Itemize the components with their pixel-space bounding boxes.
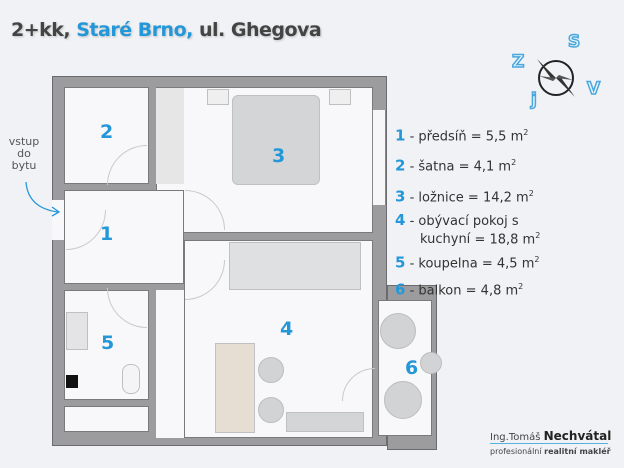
kitchen-counter [215, 343, 255, 433]
agent-surname: Nechvátal [543, 429, 612, 443]
legend-name: šatna [418, 159, 455, 175]
legend-row-4: 4 - obývací pokoj s kuchyní = 18,8 m2 [395, 210, 541, 248]
agent-role-text: realitní makléř [544, 447, 611, 456]
entry-label: vstup do bytu [4, 136, 44, 172]
legend-name: balkon [418, 282, 462, 298]
compass-south: J [530, 89, 537, 111]
legend-area: 4,8 m [480, 282, 519, 298]
agent-title: Ing.Tomáš [490, 432, 544, 443]
legend-sep: - [405, 159, 419, 175]
entry-label-line: vstup [8, 135, 40, 148]
room-number-1: 1 [100, 223, 114, 245]
legend-sup: 2 [534, 255, 540, 265]
balcony-table [420, 352, 442, 374]
legend-row-2: 2 - šatna = 4,1 m2 [395, 152, 540, 178]
legend-row-3: 3 - ložnice = 14,2 m2 [395, 183, 540, 209]
legend-row-1: 1 - předsíň = 5,5 m2 [395, 122, 540, 148]
compass-rose-icon [537, 59, 575, 97]
nightstand-right [329, 89, 351, 105]
legend-area: 4,1 m [473, 159, 512, 175]
entry-label-line: do [17, 147, 31, 160]
legend-row-6: 6 - balkon = 4,8 m2 [395, 276, 540, 302]
legend-num: 2 [395, 156, 406, 175]
compass-north: S [567, 31, 581, 53]
wardrobe [156, 88, 184, 184]
title-street: ul. Ghegova [192, 19, 322, 41]
legend-name: koupelna [418, 256, 478, 272]
faucet-icon [66, 375, 78, 388]
room-number-2: 2 [100, 121, 114, 143]
balcony-chair [384, 381, 422, 419]
compass-west: Z [511, 51, 525, 73]
legend-num: 6 [395, 279, 406, 298]
agent-role-prefix: profesionální [490, 447, 545, 456]
window [372, 110, 386, 205]
page-title: 2+kk, Staré Brno, ul. Ghegova [11, 19, 322, 41]
entry-arrow-icon [25, 181, 61, 217]
legend-area: 4,5 m [496, 256, 535, 272]
chair [258, 357, 284, 383]
legend-sep: - [405, 282, 419, 298]
title-location: Staré Brno, [76, 19, 193, 41]
legend-name: ložnice [418, 189, 464, 205]
legend-num: 1 [395, 126, 406, 145]
legend-eq: = [463, 189, 483, 205]
legend-area: 18,8 m [489, 232, 536, 248]
legend-eq: = [466, 129, 486, 145]
legend-num: 5 [395, 253, 406, 272]
chair [258, 397, 284, 423]
agent-name: Ing.Tomáš Nechvátal [490, 429, 611, 443]
room-number-3: 3 [272, 145, 286, 167]
legend-sep: - [405, 256, 419, 272]
toilet [122, 364, 140, 394]
nightstand-left [207, 89, 229, 105]
bathroom-storage [64, 406, 149, 432]
legend-sep: - [405, 129, 419, 145]
title-type: 2+kk, [11, 19, 77, 41]
sofa [229, 242, 361, 290]
compass-east: V [586, 78, 601, 100]
legend-name: kuchyní [420, 232, 471, 248]
legend-eq: = [454, 159, 474, 175]
tv-stand [286, 412, 364, 432]
legend-eq: = [470, 232, 490, 248]
agent-role: profesionální realitní makléř [490, 447, 611, 456]
living-nook [156, 290, 184, 438]
legend-num: 4 [395, 210, 406, 229]
legend-sup: 2 [518, 281, 524, 291]
signature-divider [490, 443, 608, 444]
legend-sup: 2 [528, 188, 534, 198]
room-number-5: 5 [101, 332, 115, 354]
room-number-4: 4 [280, 318, 294, 340]
legend-num: 3 [395, 186, 406, 205]
sink [66, 312, 88, 350]
bed [232, 95, 320, 185]
balcony-chair [380, 313, 416, 349]
legend-sup: 2 [535, 230, 541, 240]
legend-name: obývací pokoj s [418, 213, 519, 229]
legend-eq: = [461, 282, 481, 298]
legend-area: 14,2 m [482, 189, 529, 205]
entry-label-line: bytu [11, 159, 37, 172]
legend-sep: - [405, 189, 419, 205]
legend-name: předsíň [418, 129, 467, 145]
legend-eq: = [477, 256, 497, 272]
entry-door[interactable] [52, 200, 64, 240]
room-legend: 1 - předsíň = 5,5 m2 2 - šatna = 4,1 m2 … [395, 122, 540, 302]
legend-sup: 2 [523, 128, 529, 137]
room-number-6: 6 [405, 357, 419, 379]
legend-sup: 2 [511, 158, 517, 168]
legend-row-5: 5 - koupelna = 4,5 m2 [395, 249, 540, 275]
legend-area: 5,5 m [485, 129, 524, 145]
legend-sep: - [405, 213, 419, 229]
